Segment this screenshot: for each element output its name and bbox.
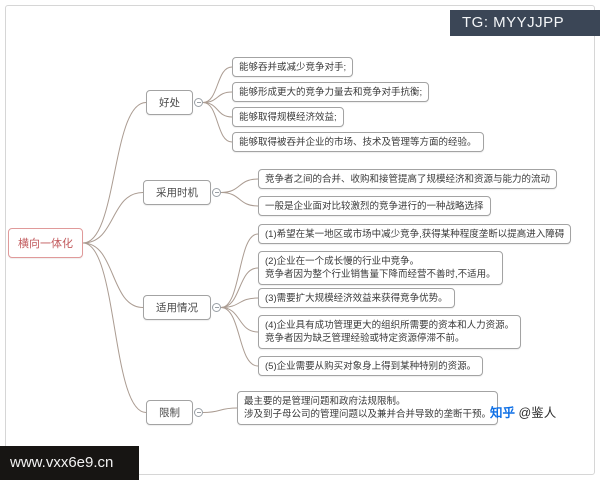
leaf-line: 竞争者因为缺乏管理经验或特定资源停滞不前。 (265, 332, 465, 344)
connector-line (82, 242, 144, 308)
leaf-node-1-0[interactable]: 竞争者之间的合并、收购和接管提高了规模经济和资源与能力的流动 (258, 169, 558, 190)
connector-line (82, 242, 147, 413)
leaf-line: (4)企业具有成功管理更大的组织所需要的资本和人力资源。 (265, 319, 515, 331)
branch-node-3[interactable]: 限制 (146, 400, 193, 425)
root-label: 横向一体化 (18, 238, 73, 250)
leaf-node-2-1[interactable]: (2)企业在一个成长慢的行业中竞争。竞争者因为整个行业销售量下降而经营不善时,不… (258, 251, 503, 285)
collapse-toggle-2[interactable] (212, 302, 221, 312)
leaf-node-2-4[interactable]: (5)企业需要从购买对象身上得到某种特别的资源。 (258, 356, 484, 377)
leaf-node-0-3[interactable]: 能够取得被吞并企业的市场、技术及管理等方面的经验。 (232, 132, 484, 153)
url-watermark: www.vxx6e9.cn (0, 446, 140, 480)
leaf-node-3-0[interactable]: 最主要的是管理问题和政府法规限制。涉及到子母公司的管理问题以及兼并合并导致的垄断… (237, 391, 499, 425)
leaf-line: (1)希望在某一地区或市场中减少竞争,获得某种程度垄断以提高进入障碍 (265, 228, 565, 240)
connector-line (82, 102, 147, 244)
connector-line (202, 102, 233, 143)
connector-line (220, 178, 259, 193)
connector-line (220, 307, 259, 367)
leaf-node-1-1[interactable]: 一般是企业面对比较激烈的竞争进行的一种战略选择 (258, 196, 491, 217)
connector-line (202, 407, 238, 413)
branch-node-2[interactable]: 适用情况 (143, 295, 211, 320)
collapse-toggle-0[interactable] (194, 97, 203, 107)
leaf-node-2-0[interactable]: (1)希望在某一地区或市场中减少竞争,获得某种程度垄断以提高进入障碍 (258, 224, 572, 245)
connector-line (202, 66, 233, 103)
collapse-toggle-1[interactable] (212, 187, 221, 197)
connector-line (202, 102, 233, 118)
leaf-line: 竞争者之间的合并、收购和接管提高了规模经济和资源与能力的流动 (265, 173, 551, 185)
leaf-line: 能够取得规模经济效益; (239, 111, 337, 123)
connector-line (202, 91, 233, 103)
leaf-node-0-1[interactable]: 能够形成更大的竞争力量去和竞争对手抗衡; (232, 82, 430, 103)
branch-label: 好处 (159, 97, 180, 109)
leaf-line: 最主要的是管理问题和政府法规限制。 (244, 395, 406, 407)
branch-node-0[interactable]: 好处 (146, 90, 193, 115)
leaf-node-0-0[interactable]: 能够吞并或减少竞争对手; (232, 57, 354, 78)
leaf-line: (2)企业在一个成长慢的行业中竞争。 (265, 255, 420, 267)
connector-line (220, 233, 259, 308)
branch-label: 采用时机 (156, 187, 198, 199)
connector-line (220, 192, 259, 207)
leaf-line: (5)企业需要从购买对象身上得到某种特别的资源。 (265, 360, 477, 372)
leaf-line: 能够取得被吞并企业的市场、技术及管理等方面的经验。 (239, 136, 477, 148)
leaf-line: 能够形成更大的竞争力量去和竞争对手抗衡; (239, 86, 423, 98)
connector-line (220, 307, 259, 333)
branch-node-1[interactable]: 采用时机 (143, 180, 211, 205)
zhihu-username: @鉴人 (518, 406, 557, 420)
collapse-toggle-3[interactable] (194, 407, 203, 417)
zhihu-logo-text: 知乎 (490, 406, 516, 420)
connector-line (220, 267, 259, 308)
leaf-line: (3)需要扩大规模经济效益来获得竞争优势。 (265, 292, 448, 304)
leaf-node-2-2[interactable]: (3)需要扩大规模经济效益来获得竞争优势。 (258, 288, 455, 309)
telegram-watermark: TG: MYYJJPP (450, 10, 600, 36)
leaf-line: 涉及到子母公司的管理问题以及兼并合并导致的垄断干预。 (244, 408, 492, 420)
root-node[interactable]: 横向一体化 (8, 228, 83, 258)
leaf-node-0-2[interactable]: 能够取得规模经济效益; (232, 107, 344, 128)
leaf-node-2-3[interactable]: (4)企业具有成功管理更大的组织所需要的资本和人力资源。竞争者因为缺乏管理经验或… (258, 315, 522, 349)
connector-line (82, 192, 144, 244)
branch-label: 限制 (159, 407, 180, 419)
leaf-line: 能够吞并或减少竞争对手; (239, 61, 347, 73)
connector-line (220, 297, 259, 308)
zhihu-watermark: 知乎 @鉴人 (490, 402, 556, 421)
leaf-line: 竞争者因为整个行业销售量下降而经营不善时,不适用。 (265, 268, 496, 280)
branch-label: 适用情况 (156, 302, 198, 314)
leaf-line: 一般是企业面对比较激烈的竞争进行的一种战略选择 (265, 200, 484, 212)
